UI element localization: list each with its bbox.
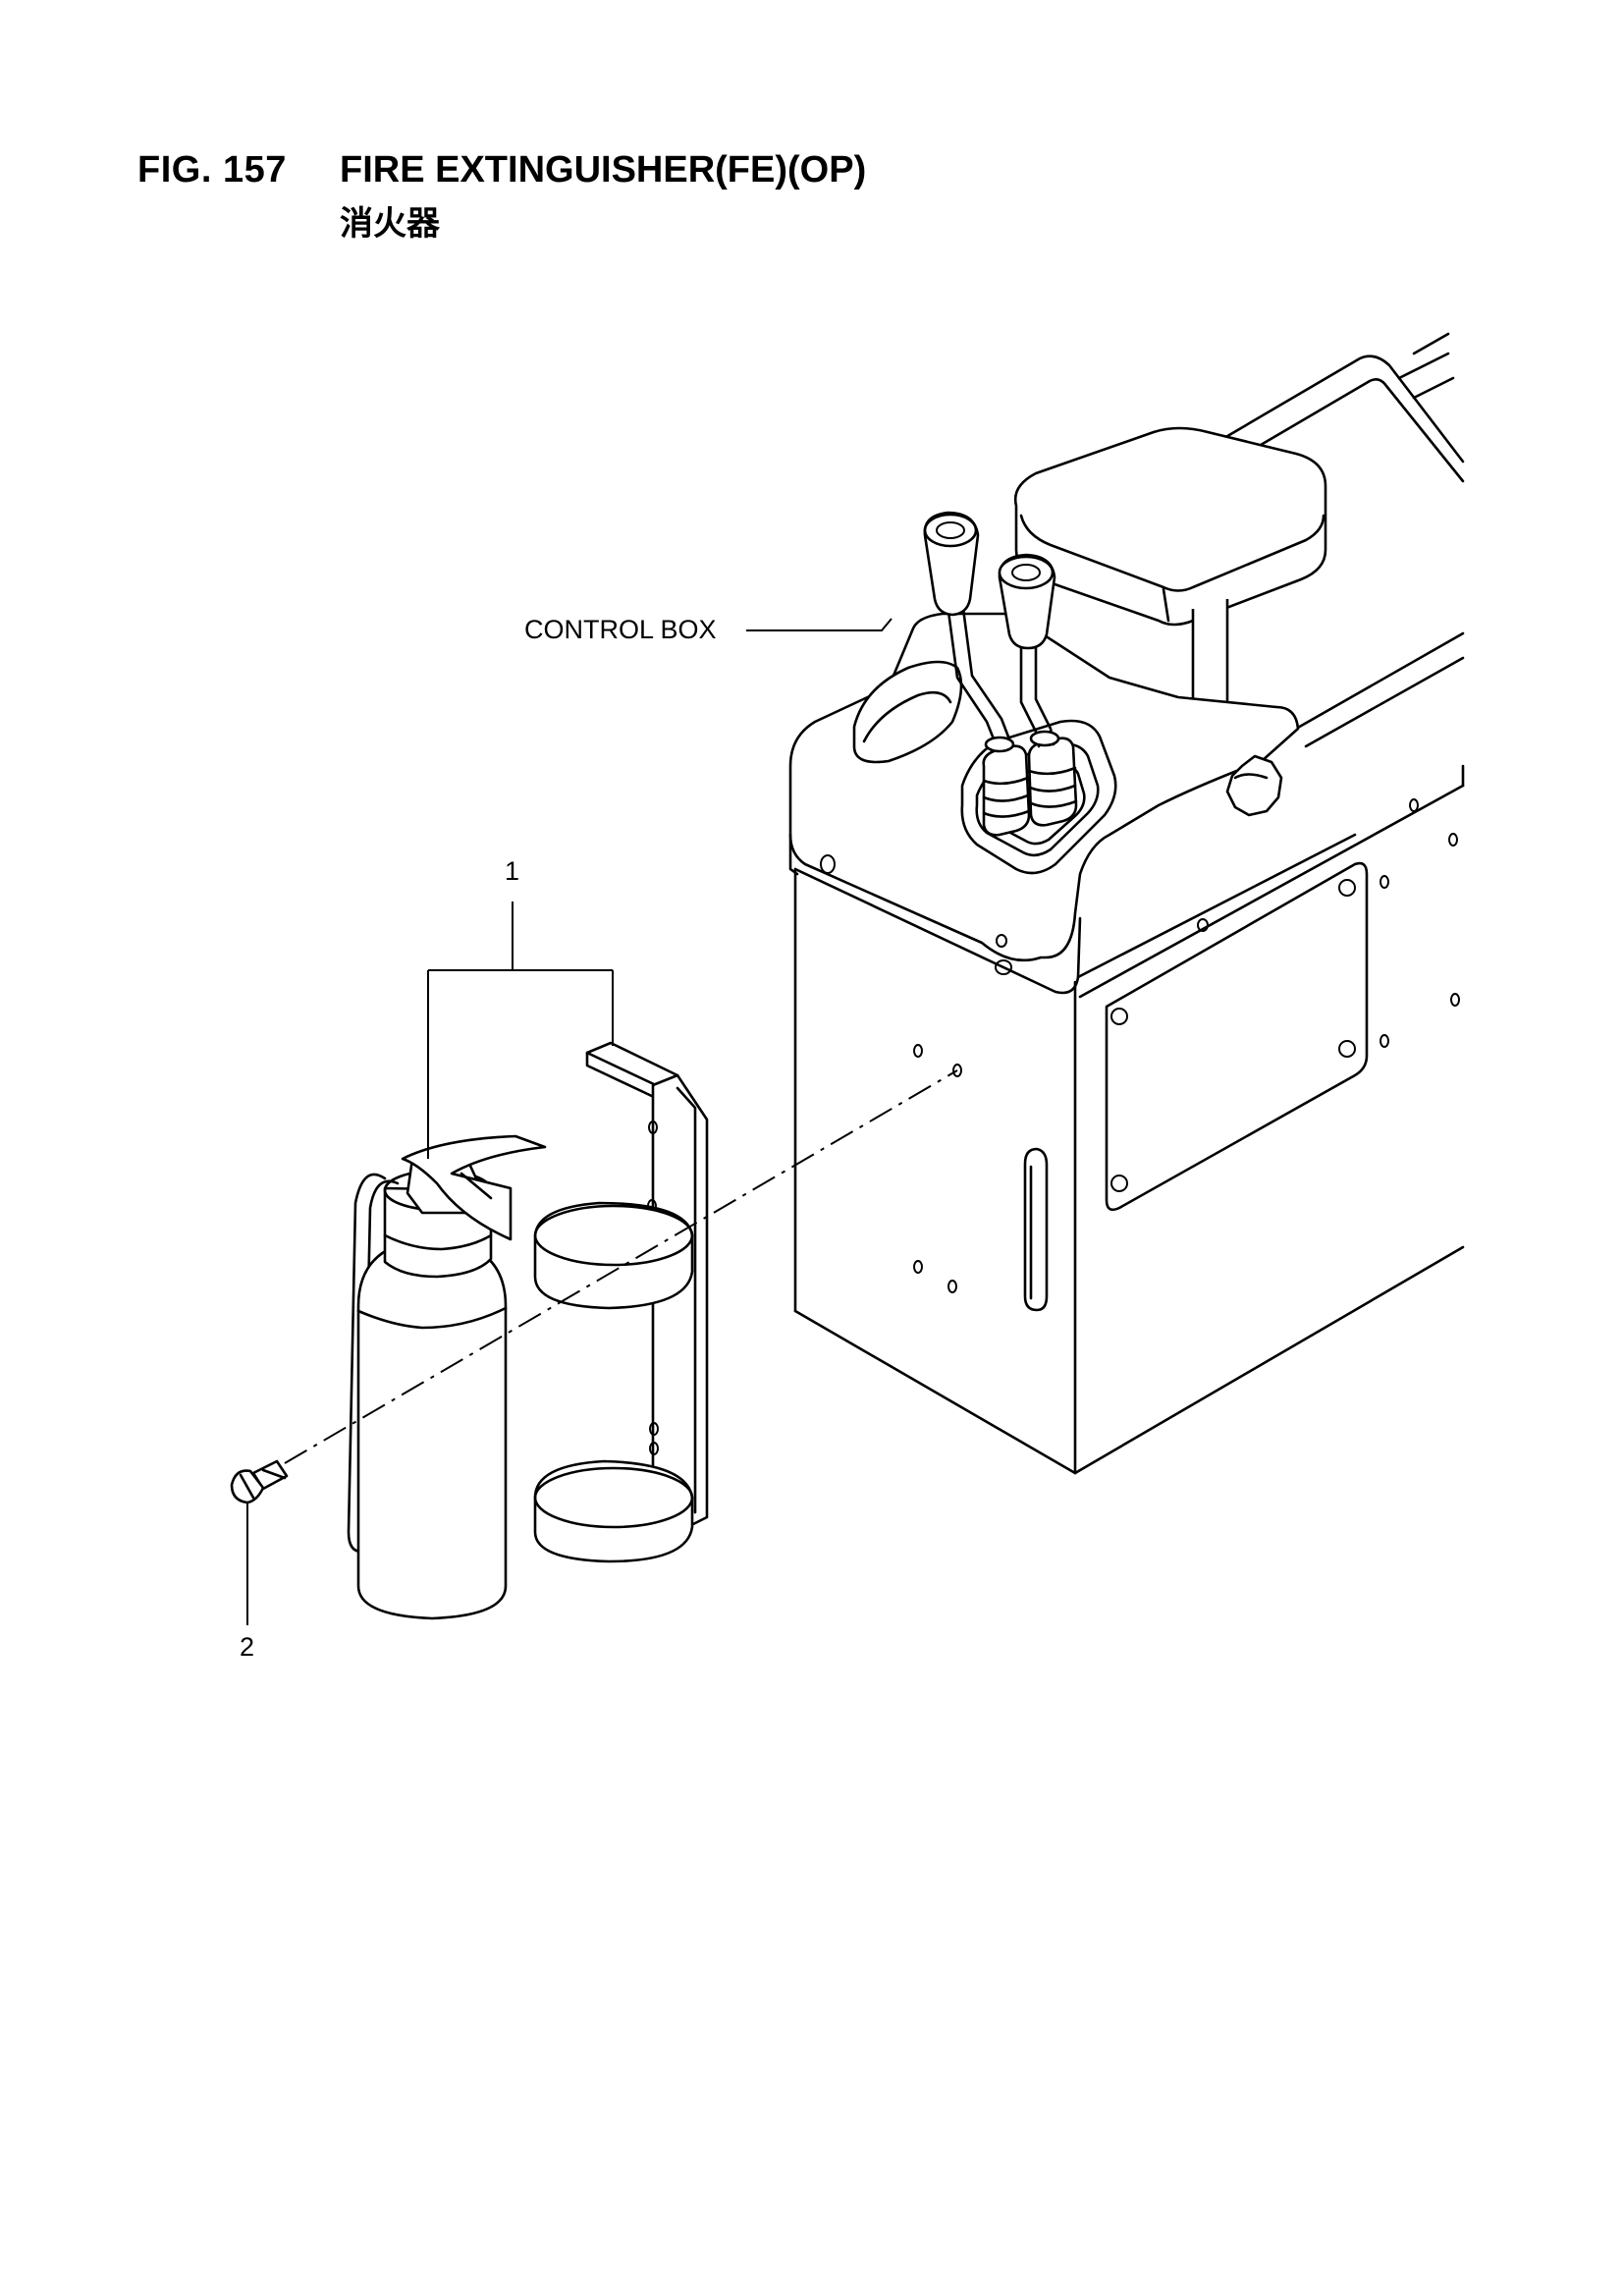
assembly-centerline: [284, 1069, 958, 1464]
leader-lines: [246, 618, 893, 1625]
fire-extinguisher-drawing: [347, 1134, 547, 1620]
extinguisher-bracket-drawing: [533, 1041, 709, 1563]
screw-drawing: [230, 1459, 289, 1504]
figure-subtitle: 消火器: [340, 204, 440, 244]
item-2-callout: 2: [240, 1632, 255, 1662]
figure-number: FIG. 157: [137, 149, 287, 191]
control-box-callout: CONTROL BOX: [524, 615, 717, 644]
item-1-callout: 1: [505, 856, 520, 886]
control-box-drawing: [788, 332, 1465, 1475]
figure-title: FIRE EXTINGUISHER(FE)(OP): [340, 149, 867, 191]
